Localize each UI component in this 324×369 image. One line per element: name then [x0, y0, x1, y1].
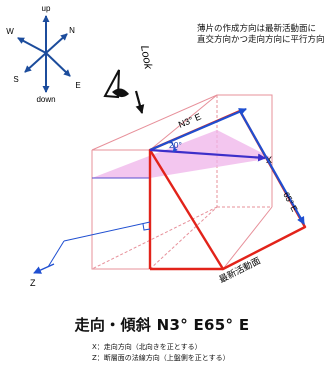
thin-section-note: 薄片の作成方向は最新活動面に 直交方向かつ走向方向に平行方向	[197, 24, 324, 46]
compass-south-arrow	[24, 52, 47, 73]
right-angle-mark	[142, 223, 151, 231]
z-axis-label: Z	[30, 278, 36, 288]
note-line-1: 薄片の作成方向は最新活動面に	[197, 24, 317, 34]
compass-s-label: S	[13, 75, 18, 84]
axis-legend: X：走向方向（北向きを正とする） Z：断層面の法線方向（上盤側を正とする）	[92, 342, 230, 363]
compass-e-label: E	[75, 81, 80, 90]
compass-n-label: N	[69, 26, 75, 35]
compass-w-label: W	[6, 27, 14, 36]
note-line-2: 直交方向かつ走向方向に平行方向	[197, 35, 324, 45]
look-label: Look	[138, 44, 154, 70]
angle-label: 20°	[169, 140, 182, 150]
dip-arrow	[239, 110, 305, 225]
compass-up-label: up	[42, 4, 51, 13]
legend-x: X：走向方向（北向きを正とする）	[92, 343, 202, 351]
z-axis-arrow	[33, 263, 55, 274]
compass-east-arrow	[45, 52, 71, 77]
look-direction-arrow	[134, 90, 145, 114]
strike-dip-title: 走向・傾斜 N3° E65° E	[74, 316, 250, 334]
normal-helper-line	[63, 221, 151, 242]
compass-west-arrow	[17, 37, 47, 54]
legend-z: Z：断層面の法線方向（上盤側を正とする）	[92, 353, 230, 362]
angle-arc	[170, 141, 178, 153]
horizontal-plane-fill	[92, 130, 272, 178]
compass-rose: up down N S W E	[6, 4, 80, 104]
fault-plane	[148, 109, 307, 271]
x-axis-arrow	[149, 148, 266, 162]
compass-down-label: down	[36, 95, 55, 104]
z-axis-line	[47, 240, 65, 268]
strike-arrow	[149, 107, 247, 152]
strike-label: N3° E	[177, 111, 203, 129]
compass-north-arrow	[45, 33, 68, 54]
eye-icon	[103, 69, 129, 99]
